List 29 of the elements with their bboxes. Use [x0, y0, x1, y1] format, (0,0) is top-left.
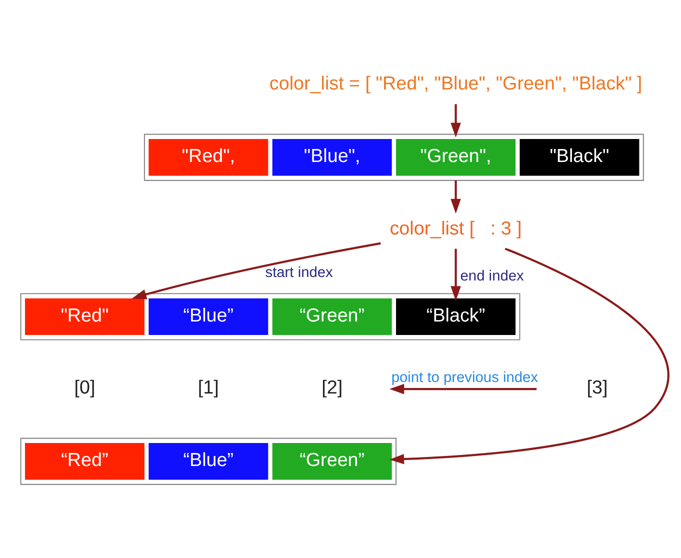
node-box: "Black"	[518, 138, 640, 176]
edge-label: start index	[265, 264, 333, 281]
node-box: "Green",	[394, 138, 517, 176]
node-text: color_list = [ "Red", "Blue", "Green", "Black" ]	[269, 72, 642, 94]
node-box: "Blue",	[271, 138, 393, 176]
cluster	[20, 437, 397, 484]
node-text: [2]	[322, 376, 343, 398]
node-box: “Green”	[271, 441, 393, 480]
node-text: color_list [ : 3 ]	[390, 216, 522, 238]
arrow	[450, 248, 461, 300]
node-text: [0]	[74, 376, 96, 398]
node-text: [3]	[586, 376, 608, 398]
node-box: “Blue”	[148, 441, 270, 480]
node-box: "Red",	[148, 138, 270, 176]
node-box: “Blue”	[148, 296, 270, 336]
edge-label: point to previous index	[391, 369, 538, 386]
arrow	[132, 242, 381, 299]
arrow	[389, 383, 537, 394]
node-text: [1]	[198, 376, 219, 398]
cluster	[144, 133, 644, 180]
cluster	[20, 292, 520, 340]
arrow	[450, 180, 461, 214]
node-box: “Black”	[394, 296, 517, 336]
arrow	[389, 247, 670, 464]
edge-label: end index	[460, 268, 524, 284]
node-box: “Red”	[24, 441, 146, 480]
arrow	[450, 104, 461, 137]
node-box: "Red"	[24, 296, 146, 336]
node-box: “Green”	[271, 296, 393, 336]
